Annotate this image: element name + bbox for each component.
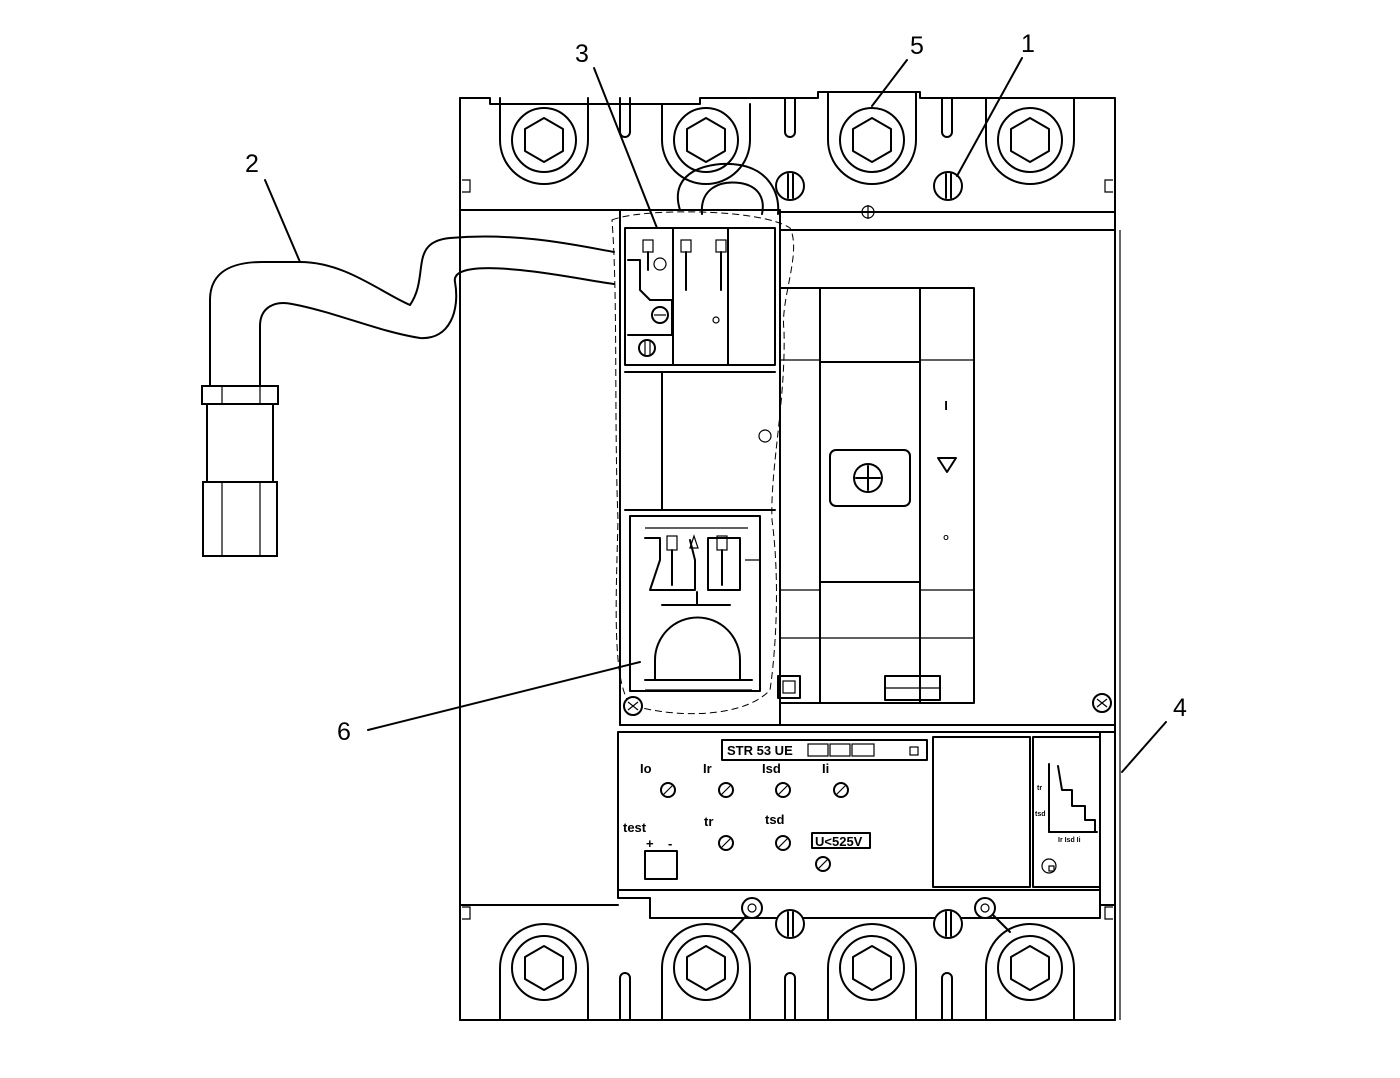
harness-connector (201, 385, 279, 557)
dial-tr (718, 835, 734, 851)
dial-io (660, 782, 676, 798)
dial-extra (815, 856, 831, 872)
callout-4: 4 (1121, 694, 1187, 773)
top-screws (775, 171, 963, 219)
callout-3-number: 3 (575, 40, 589, 68)
top-terminal-1 (499, 97, 589, 185)
operating-handle: I O (777, 287, 1112, 713)
dial-label-tr: tr (704, 814, 713, 829)
dial-label-io: Io (640, 761, 652, 776)
curve-axis-label: Ir Isd Ii (1058, 837, 1081, 844)
callout-2-number: 2 (245, 150, 259, 178)
callout-2: 2 (245, 150, 301, 263)
bottom-terminal-4 (985, 923, 1075, 1021)
dial-tsd (775, 835, 791, 851)
dial-label-ii: Ii (822, 761, 829, 776)
handle-on-mark: I (944, 398, 948, 413)
handle-off-mark: O (943, 535, 949, 542)
test-plus: + (646, 836, 654, 851)
trip-curve: tr tsd Ir Isd Ii (1035, 763, 1098, 874)
dial-isd (775, 782, 791, 798)
dial-ii (833, 782, 849, 798)
bottom-terminal-1 (499, 923, 589, 1021)
callout-6: 6 (337, 661, 641, 746)
callouts: 1 2 3 4 5 6 (245, 30, 1187, 773)
callout-1-number: 1 (1021, 30, 1035, 58)
top-terminals (499, 91, 1075, 185)
trip-unit-model: STR 53 UE (727, 743, 793, 758)
auxiliary-contact-block (611, 209, 795, 726)
dial-label-tsd: tsd (765, 812, 785, 827)
breaker-body (459, 91, 1121, 1021)
sealing-screws (730, 897, 1011, 933)
test-socket: test + - (623, 820, 678, 880)
trip-unit: STR 53 UE Io Ir Isd Ii tr tsd test + - (617, 731, 1116, 933)
test-minus: - (668, 836, 672, 851)
dial-label-isd: Isd (762, 761, 781, 776)
callout-5: 5 (871, 32, 924, 107)
voltage-label-box: U<525V (811, 832, 871, 849)
bottom-screws (775, 909, 963, 939)
harness-cable (201, 163, 780, 557)
setting-dials (660, 782, 849, 872)
test-label: test (623, 820, 647, 835)
callout-1: 1 (956, 30, 1035, 177)
callout-3: 3 (575, 40, 658, 229)
top-terminal-3 (827, 91, 917, 185)
bottom-terminals (499, 923, 1075, 1021)
voltage-label: U<525V (815, 834, 863, 849)
callout-4-number: 4 (1173, 694, 1187, 722)
curve-label-tr: tr (1037, 785, 1042, 792)
dial-ir (718, 782, 734, 798)
curve-label-tsd: tsd (1035, 811, 1046, 818)
top-terminal-2 (661, 103, 751, 185)
bottom-terminal-3 (827, 923, 917, 1021)
dial-label-ir: Ir (703, 761, 712, 776)
trip-unit-nameplate: STR 53 UE (721, 739, 928, 761)
top-terminal-4 (985, 97, 1075, 185)
callout-5-number: 5 (910, 32, 924, 60)
bottom-terminal-2 (661, 923, 751, 1021)
callout-6-number: 6 (337, 718, 351, 746)
